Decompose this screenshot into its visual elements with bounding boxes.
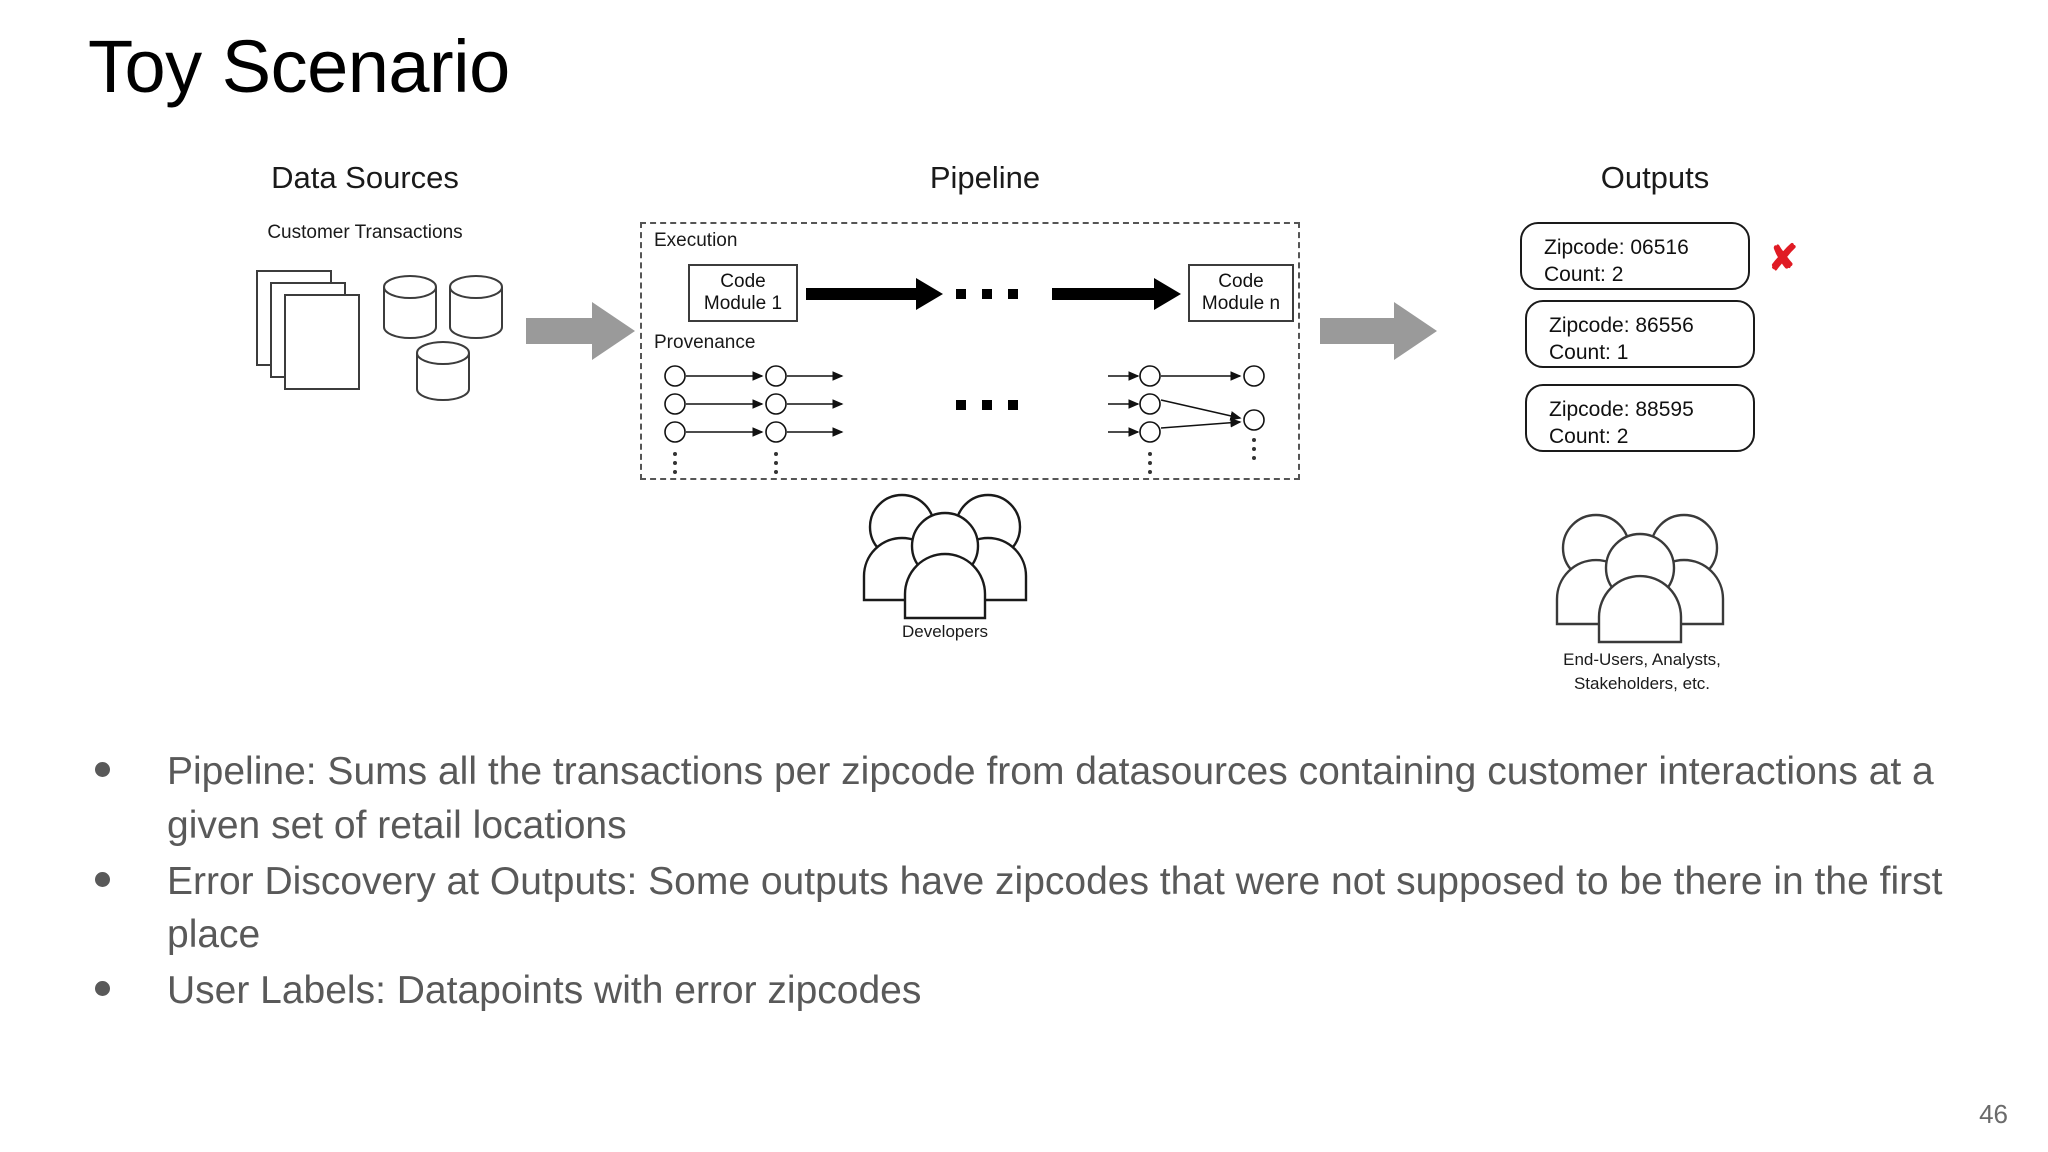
page-title: Toy Scenario [88,25,510,108]
arrow-module1-to-ellipsis [806,278,944,310]
output-box-3: Zipcode: 88595 Count: 2 [1525,384,1755,452]
bullet-dot-icon [95,964,167,997]
bullet-text-1: Pipeline: Sums all the transactions per … [167,750,1934,847]
bullet-dot-icon [95,745,167,777]
provenance-vdots-right-a [1148,452,1152,474]
output-box-2-count: Count: 1 [1549,341,1629,365]
provenance-ellipsis [956,400,1018,410]
execution-ellipsis [956,289,1018,299]
output-box-1-zipcode: Zipcode: 06516 [1544,236,1689,259]
code-module-1-line1: Code [720,270,766,292]
toy-scenario-diagram: Data Sources Pipeline Outputs Customer T… [240,160,1820,730]
bullet-text-2: Error Discovery at Outputs: Some outputs… [167,859,1943,957]
list-item: User Labels: Datapoints with error zipco… [95,964,1965,1018]
code-module-1-box: Code Module 1 [688,264,798,322]
output-box-3-count: Count: 2 [1549,425,1629,449]
provenance-graph-right [1106,364,1286,448]
page-number: 46 [1979,1099,2008,1129]
provenance-vdots-right-b [1252,438,1256,460]
arrow-ellipsis-to-modulen [1052,278,1182,310]
pipeline-container [640,222,1300,480]
provenance-vdots-left-a [673,452,677,474]
database-cylinders-icon [380,265,510,401]
arrow-sources-to-pipeline [526,300,636,362]
end-users-label-line2: Stakeholders, etc. [1573,674,1711,693]
column-heading-data-sources: Data Sources [271,160,459,195]
bullet-dot-icon [95,855,167,887]
output-box-1-count: Count: 2 [1544,263,1624,287]
provenance-graph-left [664,364,850,448]
output-box-2: Zipcode: 86556 Count: 1 [1525,300,1755,368]
column-heading-outputs: Outputs [1600,160,1710,195]
provenance-vdots-left-b [774,452,778,474]
end-users-label-line1: End-Users, Analysts, [1563,650,1721,669]
end-users-people-icon [1552,510,1728,644]
output-box-2-zipcode: Zipcode: 86556 [1549,314,1694,337]
error-x-icon: ✘ [1768,237,1799,278]
output-box-3-zipcode: Zipcode: 88595 [1549,398,1694,421]
code-module-n-line1: Code [1218,270,1264,292]
bullet-list: Pipeline: Sums all the transactions per … [95,745,1965,1020]
bullet-text-3: User Labels: Datapoints with error zipco… [167,969,922,1013]
code-module-n-line2: Module n [1201,293,1281,314]
column-heading-pipeline: Pipeline [929,160,1041,195]
output-box-1: Zipcode: 06516 Count: 2 [1520,222,1750,290]
developers-label: Developers [902,622,988,641]
customer-transactions-label: Customer Transactions [267,222,463,243]
list-item: Pipeline: Sums all the transactions per … [95,745,1965,853]
provenance-label: Provenance [654,332,756,353]
document-stack-icon [256,270,366,390]
code-module-1-line2: Module 1 [703,293,783,314]
developers-people-icon [860,490,1030,620]
list-item: Error Discovery at Outputs: Some outputs… [95,855,1965,963]
arrow-pipeline-to-outputs [1320,300,1438,362]
execution-label: Execution [654,230,738,251]
code-module-n-box: Code Module n [1188,264,1294,322]
